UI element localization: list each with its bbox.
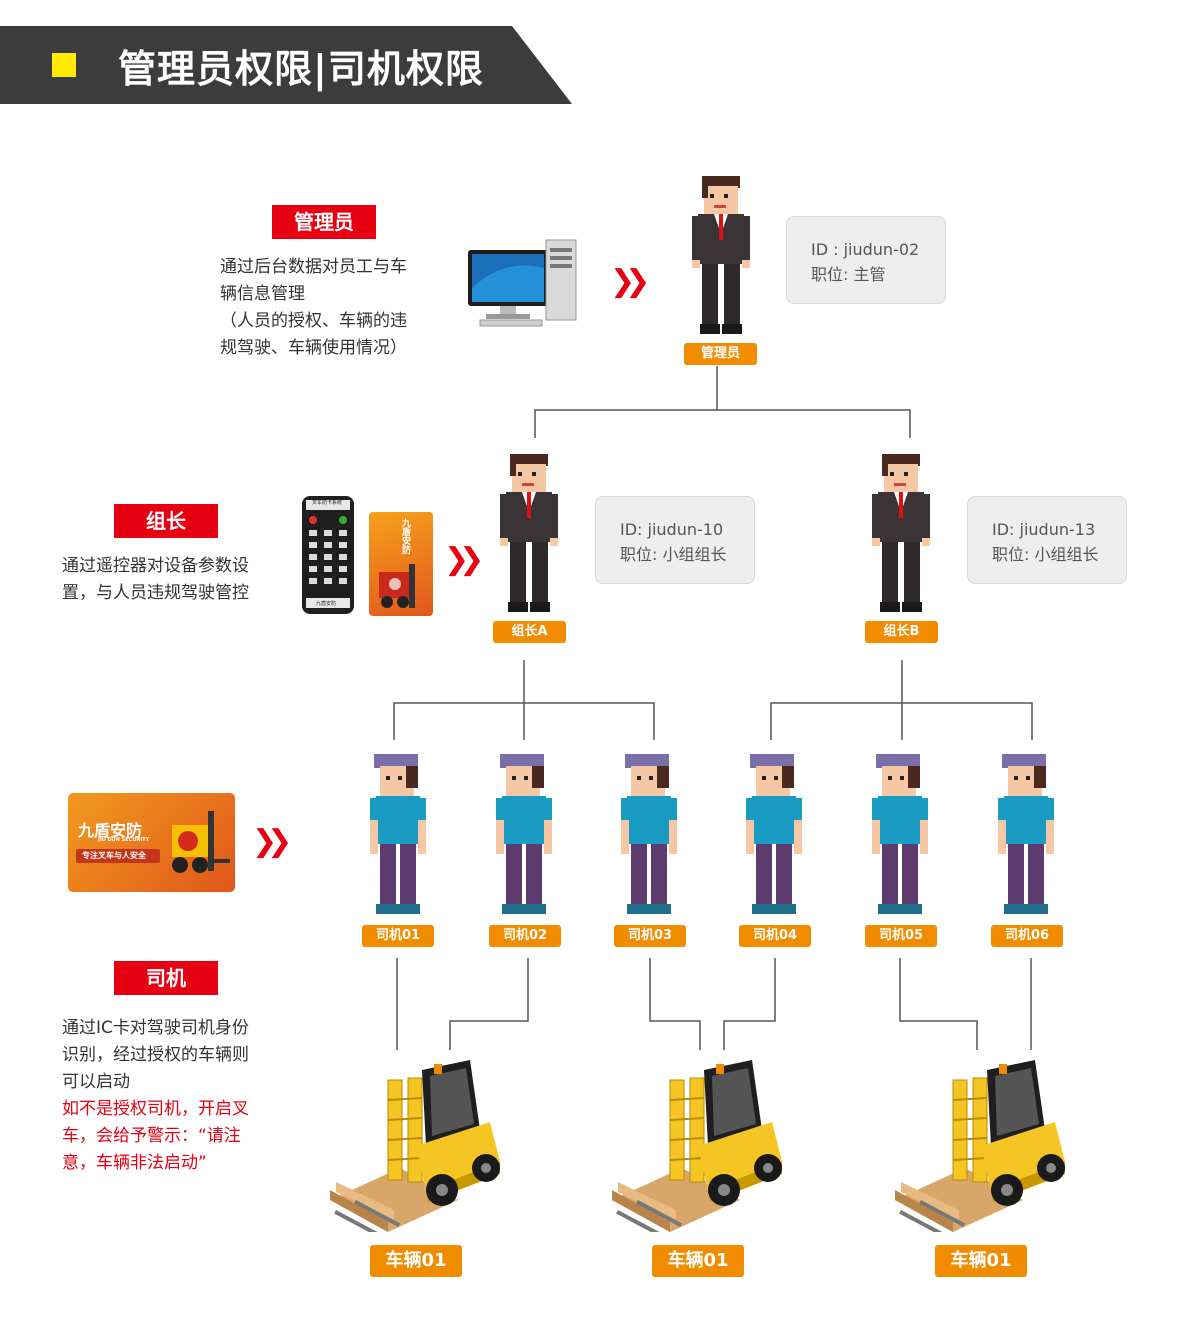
driver-label: 司机03 bbox=[614, 925, 686, 947]
admin-desc-line: 辆信息管理 bbox=[220, 284, 305, 304]
admin-person-icon bbox=[692, 176, 750, 334]
admin-desc-line: 通过后台数据对员工与车 bbox=[220, 257, 407, 277]
driver-warning-line: 如不是授权司机，开启叉 bbox=[62, 1099, 249, 1119]
driver-label: 司机01 bbox=[362, 925, 434, 947]
driver-label: 司机04 bbox=[739, 925, 811, 947]
ic-card-brand: 九盾安防 bbox=[78, 821, 143, 840]
driver-desc-line: 通过IC卡对驾驶司机身份 bbox=[62, 1018, 249, 1038]
leader-tag: 组长 bbox=[114, 504, 218, 538]
admin-desc-line: 规驾驶、车辆使用情况） bbox=[220, 338, 407, 358]
forklift-02-icon bbox=[612, 1060, 782, 1232]
driver-04-person-icon bbox=[746, 754, 802, 914]
ic-card-brand: 九盾安防 bbox=[400, 518, 410, 554]
driver-02-person-icon bbox=[496, 754, 552, 914]
ic-card-slogan: 专注叉车与人安全 bbox=[82, 851, 146, 860]
leader-b-id-line: ID: jiudun-13 bbox=[992, 520, 1096, 539]
vehicle-label: 车辆01 bbox=[652, 1245, 744, 1277]
section-header-bar bbox=[0, 26, 572, 104]
leader-desc-line: 置，与人员违规驾驶管控 bbox=[62, 583, 249, 603]
admin-tag: 管理员 bbox=[272, 205, 376, 239]
remote-brand: 九盾安防 bbox=[316, 601, 337, 607]
desktop-computer-icon bbox=[468, 239, 577, 327]
leader-b-role-line: 职位: 小组组长 bbox=[992, 545, 1099, 564]
admin-description: 通过后台数据对员工与车 辆信息管理 （人员的授权、车辆的违 规驾驶、车辆使用情况… bbox=[220, 254, 440, 362]
driver-tag: 司机 bbox=[114, 961, 218, 995]
header-square-icon bbox=[52, 53, 76, 77]
driver-warning-line: 意，车辆非法启动” bbox=[62, 1153, 207, 1173]
leader-b-person-icon bbox=[872, 454, 930, 612]
driver-description: 通过IC卡对驾驶司机身份 识别，经过授权的车辆则 可以启动 如不是授权司机，开启… bbox=[62, 1015, 292, 1177]
vehicle-label: 车辆01 bbox=[370, 1245, 462, 1277]
driver-warning-line: 车，会给予警示：“请注 bbox=[62, 1126, 241, 1146]
forklift-01-icon bbox=[330, 1060, 500, 1232]
forklift-card-icon bbox=[172, 811, 230, 873]
admin-role-line: 职位: 主管 bbox=[811, 265, 886, 284]
admin-person-label: 管理员 bbox=[684, 343, 757, 365]
arrow-right-icon: ❯❯ bbox=[444, 542, 484, 577]
ic-card-brand-en: JIU DUN SECURITY bbox=[98, 837, 150, 843]
admin-id-line: ID : jiudun-02 bbox=[811, 240, 920, 259]
driver-label: 司机05 bbox=[865, 925, 937, 947]
leader-a-id-box: ID: jiudun-10 职位: 小组组长 bbox=[595, 496, 755, 584]
leader-description: 通过遥控器对设备参数设 置，与人员违规驾驶管控 bbox=[62, 553, 282, 607]
driver-desc-line: 识别，经过授权的车辆则 bbox=[62, 1045, 249, 1065]
admin-desc-line: （人员的授权、车辆的违 bbox=[220, 311, 407, 331]
leader-desc-line: 通过遥控器对设备参数设 bbox=[62, 556, 249, 576]
remote-control-icon bbox=[302, 496, 354, 614]
leader-a-person-icon bbox=[500, 454, 558, 612]
driver-05-person-icon bbox=[872, 754, 928, 914]
arrow-right-icon: ❯❯ bbox=[610, 264, 650, 299]
leader-a-label: 组长A bbox=[493, 621, 566, 643]
ic-card-horizontal: 九盾安防 JIU DUN SECURITY 专注叉车与人安全 bbox=[68, 793, 235, 892]
vehicle-label: 车辆01 bbox=[935, 1245, 1027, 1277]
driver-label: 司机02 bbox=[489, 925, 561, 947]
driver-01-person-icon bbox=[370, 754, 426, 914]
page-title: 管理员权限|司机权限 bbox=[118, 47, 484, 91]
leader-a-role-line: 职位: 小组组长 bbox=[620, 545, 727, 564]
ic-card-slogan-bar bbox=[76, 849, 160, 863]
driver-label: 司机06 bbox=[991, 925, 1063, 947]
leader-b-id-box: ID: jiudun-13 职位: 小组组长 bbox=[967, 496, 1127, 584]
driver-desc-line: 可以启动 bbox=[62, 1072, 130, 1092]
ic-card-vertical: 九盾安防 bbox=[369, 512, 433, 616]
driver-06-person-icon bbox=[998, 754, 1054, 914]
forklift-03-icon bbox=[895, 1060, 1065, 1232]
leader-a-id-line: ID: jiudun-10 bbox=[620, 520, 724, 539]
leader-b-label: 组长B bbox=[865, 621, 938, 643]
forklift-card-icon bbox=[379, 564, 415, 608]
remote-title: 叉车防卡系统 bbox=[312, 500, 343, 506]
admin-id-box: ID : jiudun-02 职位: 主管 bbox=[786, 216, 946, 304]
driver-03-person-icon bbox=[621, 754, 677, 914]
arrow-right-icon: ❯❯ bbox=[252, 824, 292, 859]
